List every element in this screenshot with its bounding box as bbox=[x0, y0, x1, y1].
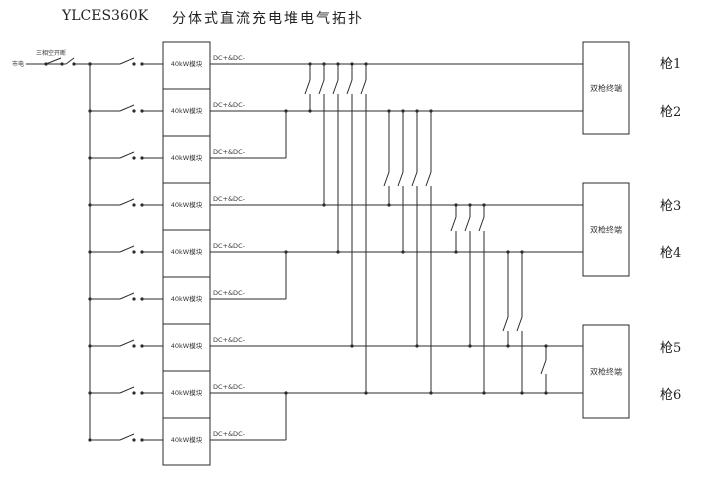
module-box bbox=[162, 182, 211, 231]
junction-dot bbox=[429, 391, 433, 395]
junction-dot bbox=[520, 391, 524, 395]
junction-dot bbox=[284, 250, 288, 254]
module-label: 40kW模块 bbox=[171, 59, 203, 68]
module-output-label: DC+&DC- bbox=[213, 289, 246, 297]
junction-dot bbox=[506, 344, 510, 348]
junction-dot bbox=[132, 438, 136, 442]
module-label: 40kW模块 bbox=[171, 247, 203, 256]
junction-dot bbox=[364, 391, 368, 395]
module-output-label: DC+&DC- bbox=[213, 336, 246, 344]
junction-dot bbox=[132, 109, 136, 113]
terminal-label: 双枪终端 bbox=[590, 367, 622, 377]
main-breaker-label: 三相空开断 bbox=[36, 49, 66, 57]
branch-breaker-blade bbox=[119, 433, 135, 441]
junction-dot bbox=[284, 109, 288, 113]
module-output-label: DC+&DC- bbox=[213, 148, 246, 156]
contactor-blade bbox=[318, 79, 325, 95]
module-label: 40kW模块 bbox=[171, 106, 203, 115]
equipment-boxes bbox=[162, 41, 630, 466]
junction-dot bbox=[415, 344, 419, 348]
contactor-blade bbox=[425, 171, 432, 187]
branch-breaker-blade bbox=[119, 198, 135, 206]
module-box bbox=[162, 88, 211, 137]
junction-dot bbox=[132, 156, 136, 160]
contactor-blade bbox=[397, 171, 404, 187]
branch-breaker-blade bbox=[119, 386, 135, 394]
gun-label: 枪1 bbox=[660, 56, 681, 72]
diagram-title: 分体式直流充电堆电气拓扑 bbox=[172, 11, 364, 27]
terminal-label: 双枪终端 bbox=[590, 225, 622, 235]
dual-gun-terminal-box bbox=[582, 182, 630, 277]
branch-breaker-blade bbox=[119, 151, 135, 159]
junction-dot bbox=[308, 109, 312, 113]
contactor-blade bbox=[304, 79, 311, 95]
contactor-blade bbox=[540, 359, 547, 375]
contactor-blade bbox=[464, 216, 471, 232]
module-box bbox=[162, 417, 211, 466]
junction-dot bbox=[132, 391, 136, 395]
module-output-label: DC+&DC- bbox=[213, 242, 246, 250]
wiring bbox=[26, 57, 583, 442]
module-output-label: DC+&DC- bbox=[213, 430, 246, 438]
junction-dot bbox=[350, 344, 354, 348]
labels: 市电 三相空开断 40kW模块 DC+&DC- 40kW模块 DC+&DC- 40kW模块 D… bbox=[12, 49, 681, 444]
junction-dot bbox=[72, 62, 76, 66]
grid-source-label: 市电 bbox=[12, 60, 24, 68]
main-breaker-blade bbox=[65, 57, 75, 65]
module-label: 40kW模块 bbox=[171, 200, 203, 209]
gun-label: 枪3 bbox=[660, 198, 681, 214]
breaker-blade bbox=[45, 57, 62, 65]
dual-gun-terminal-box bbox=[582, 324, 630, 419]
junction-dot bbox=[132, 250, 136, 254]
junction-dot bbox=[132, 344, 136, 348]
junction-dot bbox=[401, 250, 405, 254]
contactor-blade bbox=[478, 216, 485, 232]
module-label: 40kW模块 bbox=[171, 341, 203, 350]
module-box bbox=[162, 135, 211, 184]
branch-breaker-blade bbox=[119, 245, 135, 253]
module-label: 40kW模块 bbox=[171, 435, 203, 444]
contactor-blade bbox=[516, 316, 523, 332]
dual-gun-terminal-box bbox=[582, 41, 630, 135]
junction-dot bbox=[468, 344, 472, 348]
branch-breaker-blade bbox=[119, 339, 135, 347]
junction-dot bbox=[132, 297, 136, 301]
contactor-blade bbox=[502, 316, 509, 332]
branch-breaker-blade bbox=[119, 57, 135, 65]
contactor-blade bbox=[360, 79, 367, 95]
junction-dot bbox=[482, 391, 486, 395]
branch-breaker-blade bbox=[119, 104, 135, 112]
module-output-label: DC+&DC- bbox=[213, 195, 246, 203]
contactor-blade bbox=[383, 171, 390, 187]
module-box bbox=[162, 229, 211, 278]
junction-dot bbox=[387, 203, 391, 207]
module-output-label: DC+&DC- bbox=[213, 54, 246, 62]
gun-label: 枪5 bbox=[660, 340, 681, 356]
contactor-blade bbox=[346, 79, 353, 95]
junction-dot bbox=[544, 391, 548, 395]
diagram-model: YLCES360K bbox=[62, 8, 149, 24]
module-box bbox=[162, 276, 211, 325]
module-output-label: DC+&DC- bbox=[213, 101, 246, 109]
terminal-label: 双枪终端 bbox=[590, 83, 622, 93]
junction-dot bbox=[322, 203, 326, 207]
module-output-label: DC+&DC- bbox=[213, 383, 246, 391]
contactor-blade bbox=[411, 171, 418, 187]
module-label: 40kW模块 bbox=[171, 153, 203, 162]
contactor-blade bbox=[450, 216, 457, 232]
junction-dot bbox=[132, 62, 136, 66]
gun-label: 枪2 bbox=[660, 104, 681, 120]
module-label: 40kW模块 bbox=[171, 294, 203, 303]
junction-dot bbox=[132, 203, 136, 207]
junction-dot bbox=[454, 250, 458, 254]
module-label: 40kW模块 bbox=[171, 388, 203, 397]
contactor-blade bbox=[332, 79, 339, 95]
junction-dot bbox=[284, 391, 288, 395]
gun-label: 枪6 bbox=[660, 387, 681, 403]
gun-label: 枪4 bbox=[660, 245, 681, 261]
module-box bbox=[162, 370, 211, 419]
branch-breaker-blade bbox=[119, 292, 135, 300]
junction-dot bbox=[336, 250, 340, 254]
